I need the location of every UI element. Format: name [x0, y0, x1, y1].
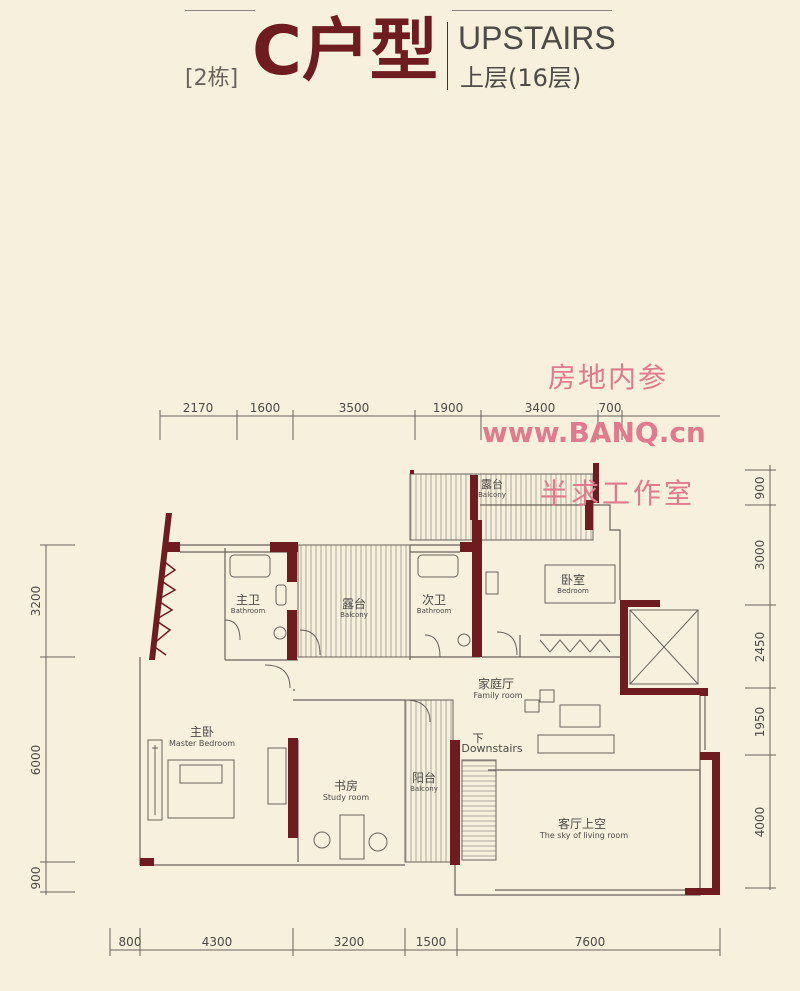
side-balcony-cn: 阳台 [412, 770, 436, 785]
floor-label-cn: 上层(16层) [460, 64, 582, 92]
dim-bottom-4: 1500 [416, 935, 447, 949]
living-void-cn: 客厅上空 [558, 816, 606, 831]
wardrobe-hangers [150, 559, 177, 656]
dim-right-3: 2450 [753, 632, 767, 663]
side-balcony-en: Balcony [410, 785, 438, 793]
mid-balcony-cn: 露台 [342, 596, 366, 611]
header-rule-right [452, 10, 612, 11]
side-balcony-area [404, 699, 454, 863]
elevator-shaft [629, 609, 699, 685]
bedroom-wardrobe [539, 639, 611, 653]
dim-right-2: 3000 [753, 540, 767, 571]
second-bath-cn: 次卫 [422, 593, 446, 607]
master-bedroom-en: Master Bedroom [169, 739, 235, 748]
dim-top-2: 1600 [250, 401, 281, 415]
dim-bottom-2: 4300 [202, 935, 233, 949]
watermark-url: www.BANQ.cn [482, 416, 706, 449]
dim-left-3: 900 [29, 867, 43, 890]
floor-label-en: UPSTAIRS [458, 20, 616, 56]
dim-right-5: 4000 [753, 807, 767, 838]
staircase [461, 759, 497, 861]
bedroom-en: Bedroom [557, 587, 589, 595]
mid-balcony-en: Balcony [340, 611, 368, 619]
master-bedroom-cn: 主卧 [190, 725, 214, 739]
family-room-en: Family room [474, 691, 523, 700]
dim-left-1: 3200 [29, 586, 43, 617]
room-labels: 主卫 Bathroom 露台 Balcony 次卫 Bathroom 卧室 Be… [169, 477, 628, 840]
top-balcony-area [409, 473, 594, 541]
dim-bottom-3: 3200 [334, 935, 365, 949]
study-cn: 书房 [334, 778, 358, 793]
dim-bottom-5: 7600 [575, 935, 606, 949]
downstairs-cn: 下 [473, 732, 484, 745]
dimension-labels: 2170 1600 3500 1900 3400 700 800 4300 32… [29, 401, 767, 949]
dim-top-5: 3400 [525, 401, 556, 415]
dim-top-6: 700 [599, 401, 622, 415]
top-balcony-en: Balcony [478, 491, 506, 499]
dim-top-1: 2170 [183, 401, 214, 415]
dim-top-4: 1900 [433, 401, 464, 415]
dimension-lines [40, 410, 776, 956]
dim-top-3: 3500 [339, 401, 370, 415]
structural-walls [140, 463, 720, 895]
family-room-cn: 家庭厅 [478, 676, 514, 691]
shaft-cross-2 [629, 609, 699, 685]
watermark-line-3: 半求工作室 [540, 477, 696, 510]
unit-type-title: C户型 [252, 12, 438, 91]
fixtures [147, 554, 616, 860]
living-void-en: The sky of living room [539, 831, 628, 840]
top-balcony-cn: 露台 [481, 477, 503, 491]
header-divider [447, 22, 448, 90]
dim-right-1: 900 [753, 477, 767, 500]
bedroom-cn: 卧室 [561, 572, 585, 587]
second-bath-en: Bathroom [417, 607, 452, 615]
master-bath-en: Bathroom [231, 607, 266, 615]
dim-bottom-1: 800 [119, 935, 142, 949]
watermark-line-1: 房地内参 [548, 361, 669, 394]
master-bath-cn: 主卫 [236, 593, 260, 607]
dim-right-4: 1950 [753, 707, 767, 738]
study-en: Study room [323, 793, 370, 802]
outline-walls [139, 504, 706, 896]
header-rule-left [185, 10, 255, 11]
downstairs-en: Downstairs [461, 742, 523, 755]
dim-left-2: 6000 [29, 745, 43, 776]
building-label: [2栋] [185, 66, 239, 91]
